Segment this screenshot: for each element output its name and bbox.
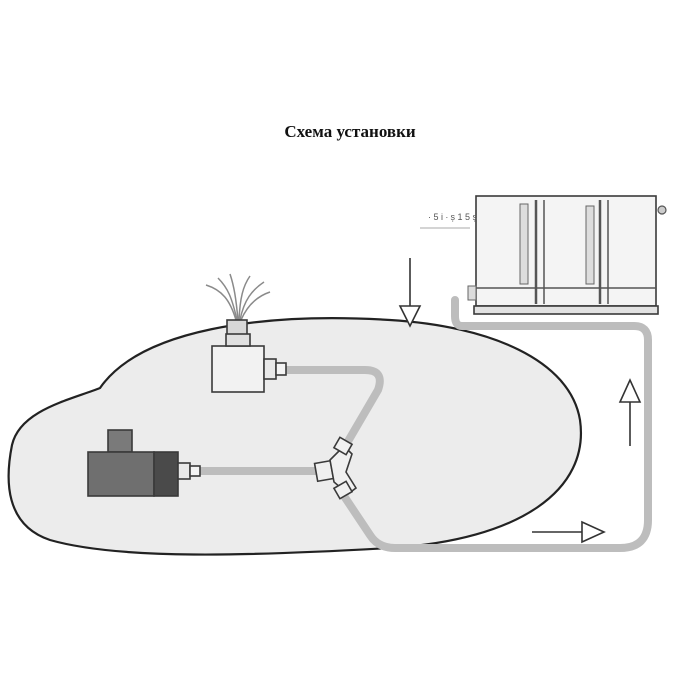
fountain-nozzle bbox=[205, 273, 271, 321]
filter-tank: · 5 i ∙ ș 1 5 ș bbox=[420, 195, 667, 315]
flow-arrow-up bbox=[618, 378, 642, 446]
flow-arrow-right bbox=[532, 520, 606, 544]
tube-main bbox=[336, 296, 652, 552]
tube-fountain bbox=[281, 366, 384, 459]
fountain-pump bbox=[211, 319, 287, 393]
flow-arrow-down bbox=[398, 258, 422, 328]
pond bbox=[7, 317, 583, 556]
water-pump bbox=[87, 429, 201, 497]
filter-label: · 5 i ∙ ș 1 5 ș bbox=[428, 212, 478, 222]
diagram-title: Схема установки bbox=[284, 122, 416, 141]
y-splitter bbox=[313, 436, 358, 500]
tubing bbox=[196, 296, 652, 552]
